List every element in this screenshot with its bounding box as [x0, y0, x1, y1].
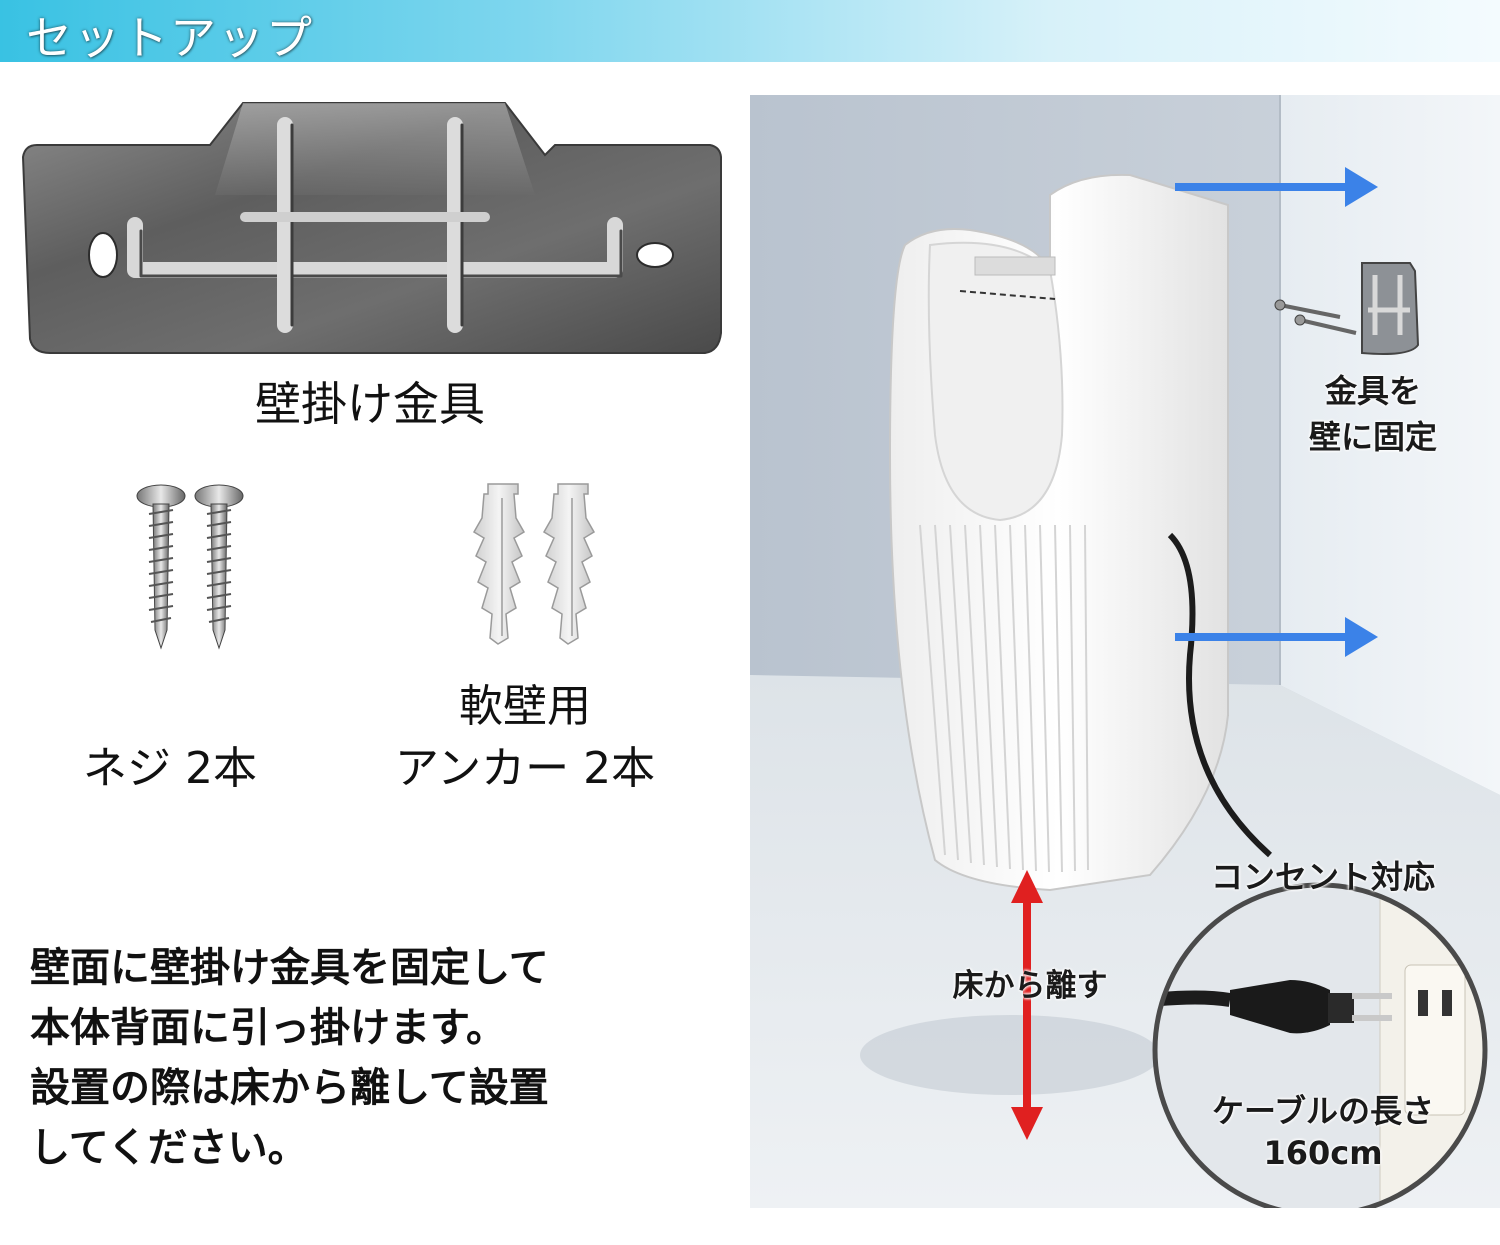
cable-length-callout: ケーブルの長さ 160cm	[1178, 1090, 1468, 1174]
screw-photo	[136, 484, 244, 650]
anchor-label-line2: アンカー 2本	[394, 743, 656, 794]
instructions-text: 壁面に壁掛け金具を固定して 本体背面に引っ掛けます。 設置の際は床から離して設置…	[30, 938, 730, 1178]
anchor-label: 軟壁用 アンカー 2本	[340, 676, 710, 800]
fix-label-line2: 壁に固定	[1308, 418, 1437, 456]
page-title: セットアップ	[26, 11, 314, 65]
cable-label-line2: 160cm	[1263, 1134, 1383, 1172]
fix-to-wall-callout: 金具を 壁に固定	[1288, 368, 1458, 460]
fix-label-line1: 金具を	[1324, 372, 1421, 410]
header-banner: セットアップ	[0, 0, 1500, 65]
cable-label-line1: ケーブルの長さ	[1211, 1092, 1435, 1130]
instructions-line: 壁面に壁掛け金具を固定して	[30, 945, 549, 991]
screw-label: ネジ 2本	[83, 743, 257, 794]
installation-photo	[750, 95, 1500, 1208]
outlet-callout: コンセント対応	[1210, 858, 1435, 896]
instructions-line: 設置の際は床から離して設置	[30, 1065, 549, 1111]
instructions-line: してください。	[30, 1125, 308, 1171]
wall-anchor-photo	[472, 483, 596, 645]
instructions-line: 本体背面に引っ掛けます。	[30, 1005, 506, 1051]
bracket-label: 壁掛け金具	[255, 377, 485, 431]
floor-clearance-callout: 床から離す	[952, 968, 1108, 1004]
wall-bracket-photo	[21, 102, 722, 354]
anchor-label-line1: 軟壁用	[459, 681, 591, 732]
